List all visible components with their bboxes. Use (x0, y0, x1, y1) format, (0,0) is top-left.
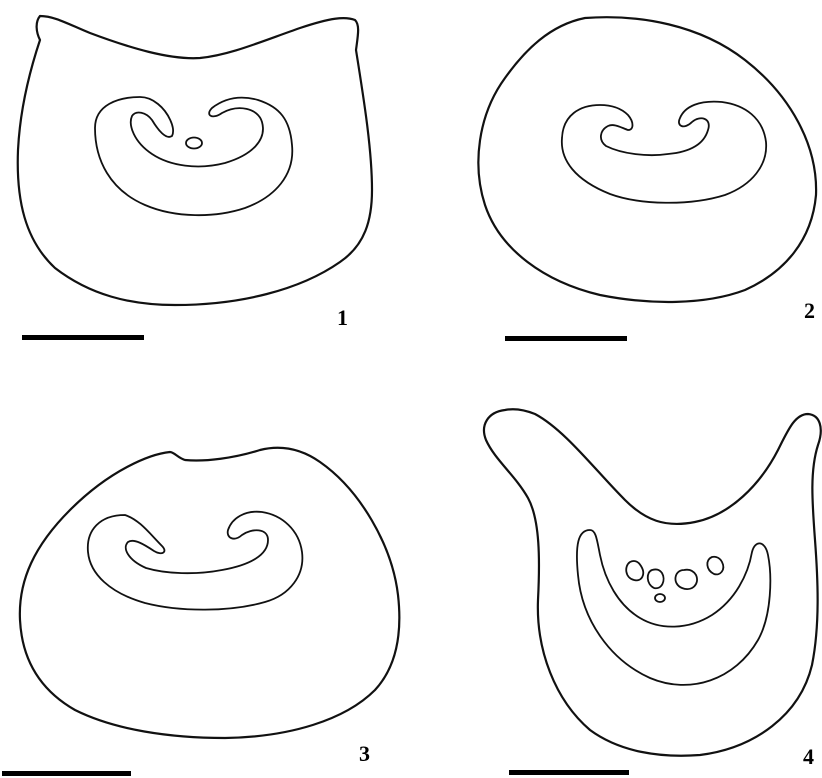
figure-1-label: 1 (337, 305, 348, 330)
figure-3-scale-bar (2, 771, 131, 776)
figure-2-label: 2 (804, 298, 815, 323)
figure-4-pore-3 (675, 570, 697, 589)
figure-2-outer-outline (478, 17, 816, 302)
figure-4-pore-2 (648, 569, 664, 588)
figure-3-outer-outline (20, 448, 400, 738)
figure-2-scale-bar (505, 336, 627, 341)
figure-2: 2 (478, 17, 816, 341)
figure-3-inner-chamber (88, 512, 303, 610)
figure-1-scale-bar (22, 335, 144, 340)
figure-1-central-pore (186, 138, 202, 149)
figure-3-label: 3 (359, 741, 370, 766)
figure-4: 4 (484, 409, 821, 775)
figure-4-pore-1 (626, 561, 643, 580)
figure-4-pore-4 (707, 557, 723, 575)
figure-3: 3 (2, 448, 399, 776)
figure-2-inner-chamber (562, 102, 766, 203)
figure-4-inner-chamber (577, 530, 770, 685)
figure-4-pore-5 (655, 594, 665, 602)
figure-4-label: 4 (803, 744, 814, 769)
figure-1-inner-chamber (95, 97, 292, 215)
figure-1: 1 (18, 16, 372, 340)
figure-4-scale-bar (509, 770, 629, 775)
figure-1-outer-outline (18, 16, 372, 305)
